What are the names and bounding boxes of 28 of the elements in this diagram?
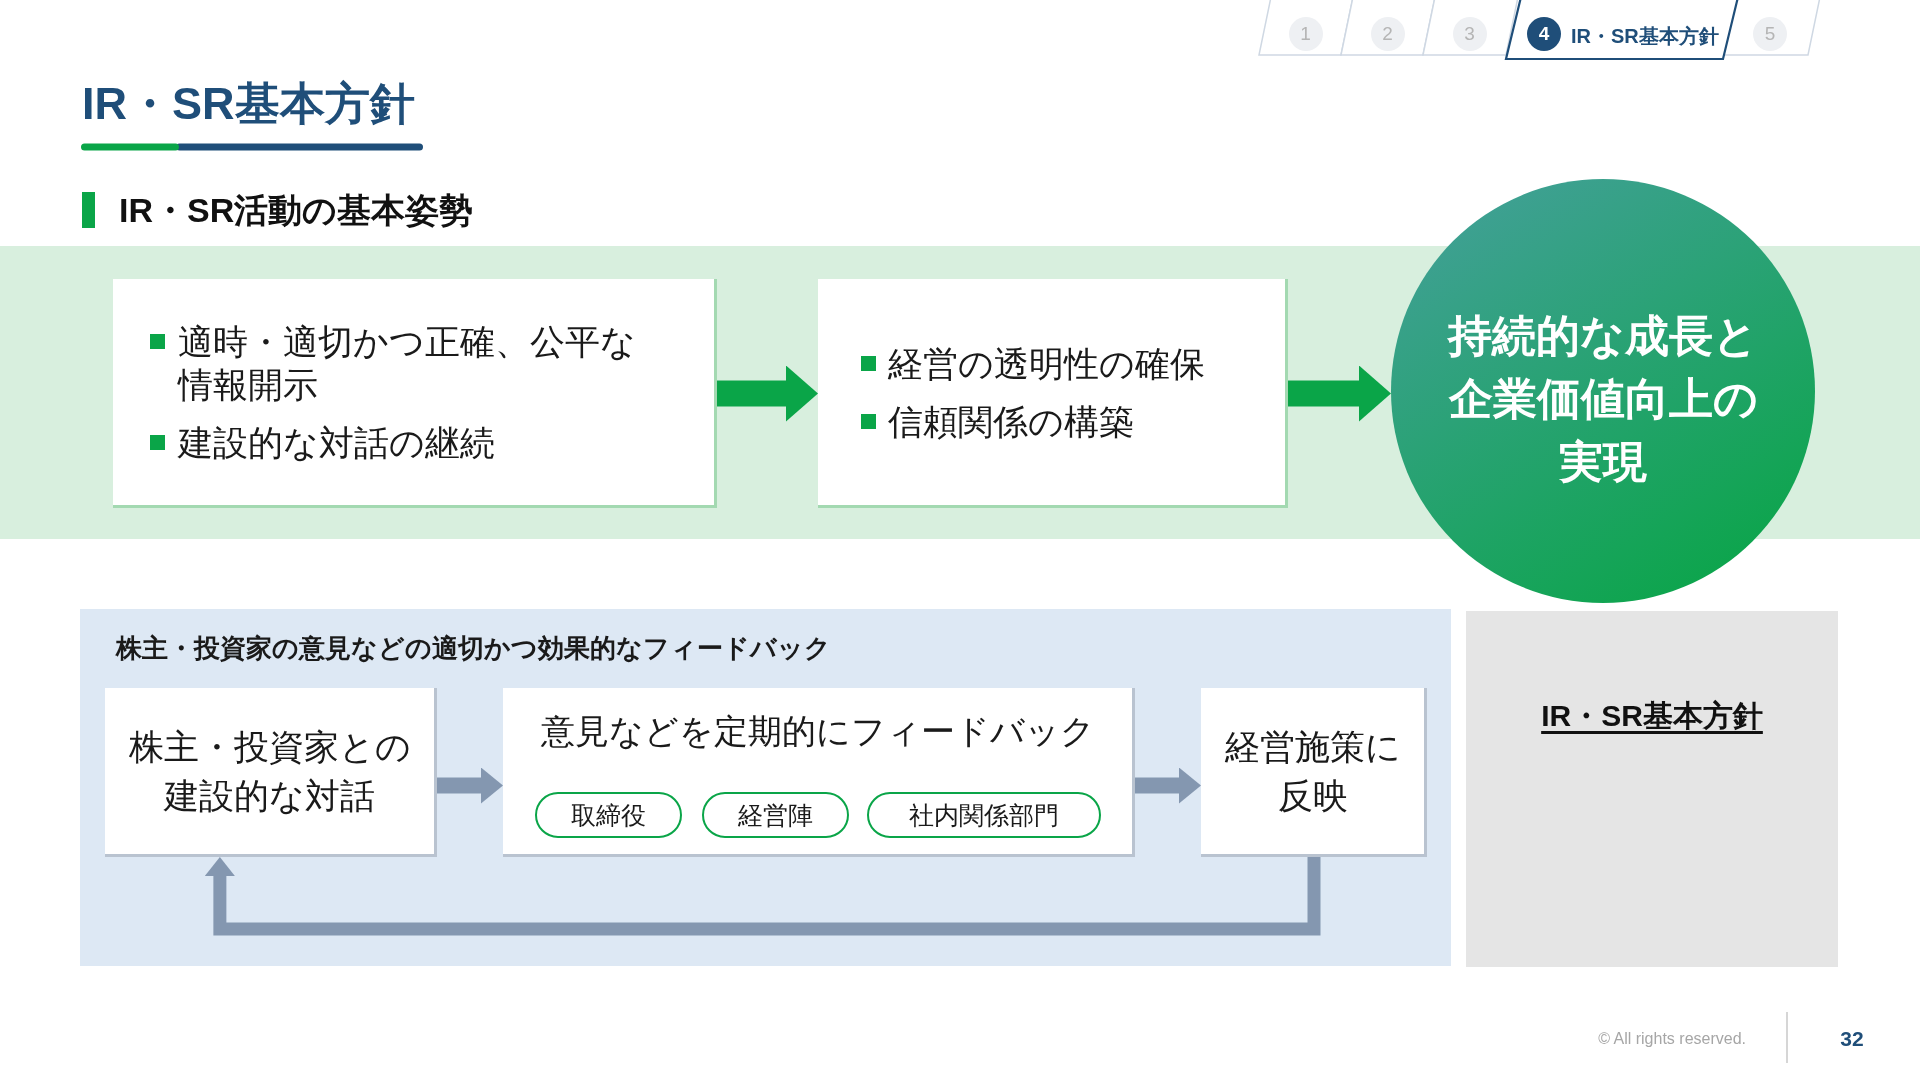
goal-text: 持続的な成長と企業価値向上の実現 (1446, 309, 1759, 488)
page-number: 32 (1840, 1026, 1864, 1052)
panel-heading: IR・SR基本方針 (1541, 699, 1763, 732)
arrow (717, 365, 818, 422)
process-box: 株主・投資家との建設的な対話 (105, 688, 437, 857)
statement-card (113, 279, 717, 508)
tab-label: IR・SR基本方針 (1571, 24, 1719, 49)
info-panel (1466, 611, 1838, 967)
section-heading: IR・SR活動の基本姿勢 (119, 190, 474, 230)
arrow (1135, 767, 1201, 804)
bullet-text: 信頼関係の構築 (888, 400, 1135, 443)
role-tag: 取締役 (535, 792, 682, 838)
bullet-text: 適時・適切かつ正確、公平な情報開示 (178, 321, 637, 406)
bullet-text: 経営の透明性の確保 (888, 342, 1206, 385)
role-tag: 社内関係部門 (867, 792, 1101, 838)
arrow (437, 767, 503, 804)
arrow (204, 857, 1321, 936)
statement-card (818, 279, 1288, 508)
feedback-panel (80, 609, 1451, 966)
copyright-text: © All rights reserved. (1598, 1029, 1746, 1049)
panel-heading: 株主・投資家の意見などの適切かつ効果的なフィードバック (116, 632, 831, 665)
process-box: 経営施策に反映 (1201, 688, 1427, 857)
role-tag: 経営陣 (702, 792, 849, 838)
process-box (503, 688, 1135, 857)
arrow (1288, 365, 1391, 422)
box-title: 意見などを定期的にフィードバック (540, 712, 1095, 750)
page-title: IR・SR基本方針 (82, 78, 415, 130)
bullet-text: 建設的な対話の継続 (178, 422, 496, 464)
